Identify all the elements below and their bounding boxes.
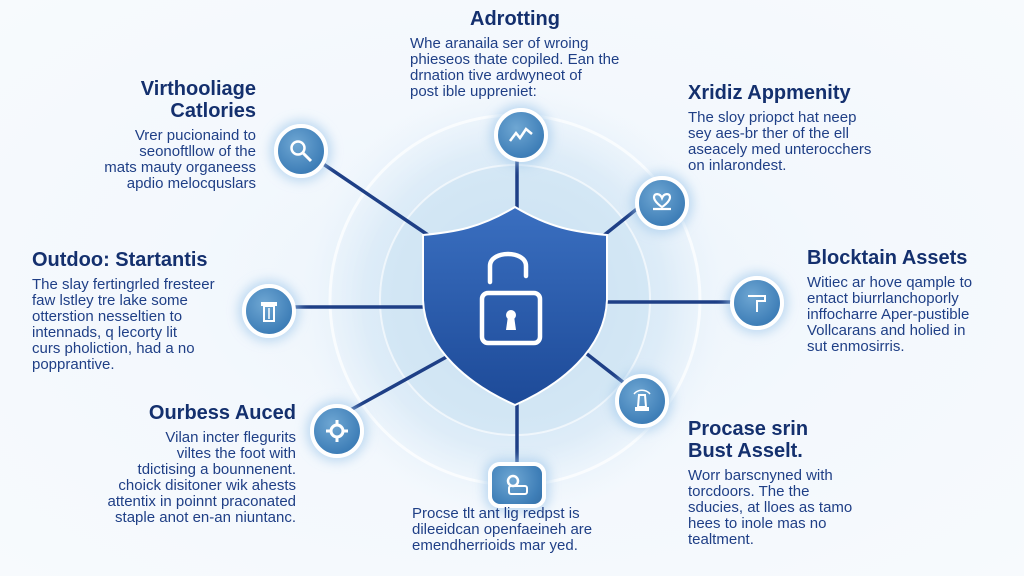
node-bottom-left[interactable] <box>310 404 364 458</box>
section-bottom-right: Procase srin Bust Asselt. Worr barscnyne… <box>688 418 888 548</box>
section-body: The sloy priopct hat neep sey aes-br the… <box>688 109 872 174</box>
section-body: Procse tlt ant lig redpst is dileeidcan … <box>412 505 593 554</box>
node-bottom-right[interactable] <box>615 374 669 428</box>
node-right[interactable] <box>730 276 784 330</box>
section-title: Blocktain Assets <box>807 247 968 269</box>
lighthouse-icon <box>633 389 651 411</box>
section-top-right: Xridiz Appmenity The sloy priopct hat ne… <box>688 82 908 174</box>
section-title: Outdoo: Startantis <box>32 249 208 271</box>
magnifier-icon <box>290 140 313 163</box>
node-left[interactable] <box>242 284 296 338</box>
section-bottom: Procse tlt ant lig redpst is dileeidcan … <box>412 506 632 554</box>
keyhole-slot <box>506 316 516 330</box>
open-padlock-icon <box>479 251 543 346</box>
shield-icon <box>422 205 608 407</box>
section-title: Procase srin Bust Asselt. <box>688 418 809 462</box>
package-icon <box>506 474 528 495</box>
paint-roller-icon <box>748 295 766 312</box>
section-right: Blocktain Assets Witiec ar hove qample t… <box>807 247 1017 355</box>
section-title: Adrotting <box>470 8 560 30</box>
section-bottom-left: Ourbess Auced Vilan incter flegurits vil… <box>60 402 296 526</box>
section-title: Ourbess Auced <box>148 402 296 424</box>
section-body: Vrer pucionaind to seonoftllow of the ma… <box>104 127 256 192</box>
node-bottom[interactable] <box>488 462 546 508</box>
section-title: Virthooliage Catlories <box>140 78 256 122</box>
section-top-left: Virthooliage Catlories Vrer pucionaind t… <box>60 78 256 192</box>
section-left: Outdoo: Startantis The slay fertingrled … <box>32 249 262 373</box>
gear-icon <box>326 420 348 442</box>
section-top: Adrotting Whe aranaila ser of wroing phi… <box>400 8 630 100</box>
node-top[interactable] <box>494 108 548 162</box>
connector-top-left <box>308 153 430 237</box>
section-body: Whe aranaila ser of wroing phieseos that… <box>410 35 620 100</box>
node-top-right[interactable] <box>635 176 689 230</box>
section-title: Xridiz Appmenity <box>688 82 851 104</box>
section-body: Worr barscnyned with torcdoors. The the … <box>688 467 853 548</box>
line-chart-icon <box>509 127 533 142</box>
node-top-left[interactable] <box>274 124 328 178</box>
section-body: Vilan incter flegurits viltes the foot w… <box>107 429 296 526</box>
section-body: Witiec ar hove qample to entact biurrlan… <box>807 274 973 355</box>
connector-bottom-left <box>343 353 452 415</box>
tower-icon <box>261 302 277 322</box>
section-body: The slay fertingrled fresteer faw lstley… <box>32 276 215 373</box>
heart-hands-icon <box>652 193 672 211</box>
